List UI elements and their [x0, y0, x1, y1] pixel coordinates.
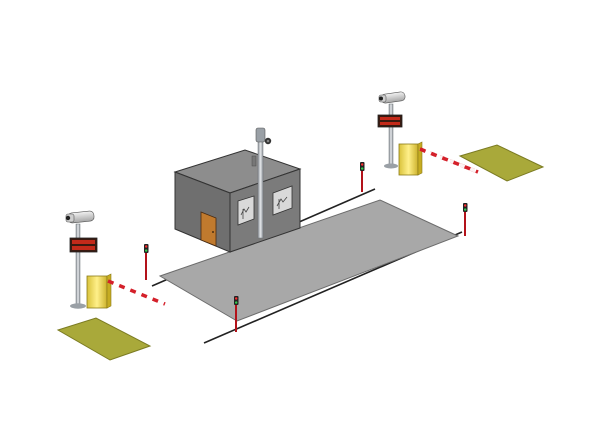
camera-body [255, 127, 266, 143]
weighbridge-platform [158, 199, 460, 322]
traffic-light-mid [360, 162, 365, 192]
speaker-icon [251, 155, 257, 167]
camera-exit-base [384, 163, 398, 169]
guard-booth [173, 149, 302, 253]
sensor-mat-right [458, 144, 545, 182]
camera-icon [65, 210, 95, 224]
camera-exit-pole [388, 103, 394, 167]
booth-door [200, 211, 217, 247]
camera-exit [378, 91, 406, 169]
camera-entry-pole [75, 223, 81, 307]
barrier-entry-arm [107, 279, 166, 306]
traffic-light-front [234, 296, 239, 332]
led-display-right [377, 114, 403, 128]
door-handle [212, 231, 214, 233]
camera-booth [251, 127, 272, 239]
sensor-mat-left [56, 317, 152, 361]
barrier-gate-entry [86, 273, 166, 309]
led-display-left [69, 237, 98, 253]
camera-entry [65, 210, 95, 309]
camera-entry-base [70, 303, 86, 309]
camera-icon [378, 91, 406, 104]
barrier-entry-housing [86, 275, 108, 309]
booth-window-left [237, 195, 255, 226]
barrier-exit-housing [398, 143, 419, 176]
barrier-gate-exit [398, 141, 479, 176]
traffic-light-right [463, 203, 468, 236]
camera-pole [257, 129, 264, 239]
booth-window-right [272, 185, 293, 216]
traffic-light-left [144, 244, 149, 280]
